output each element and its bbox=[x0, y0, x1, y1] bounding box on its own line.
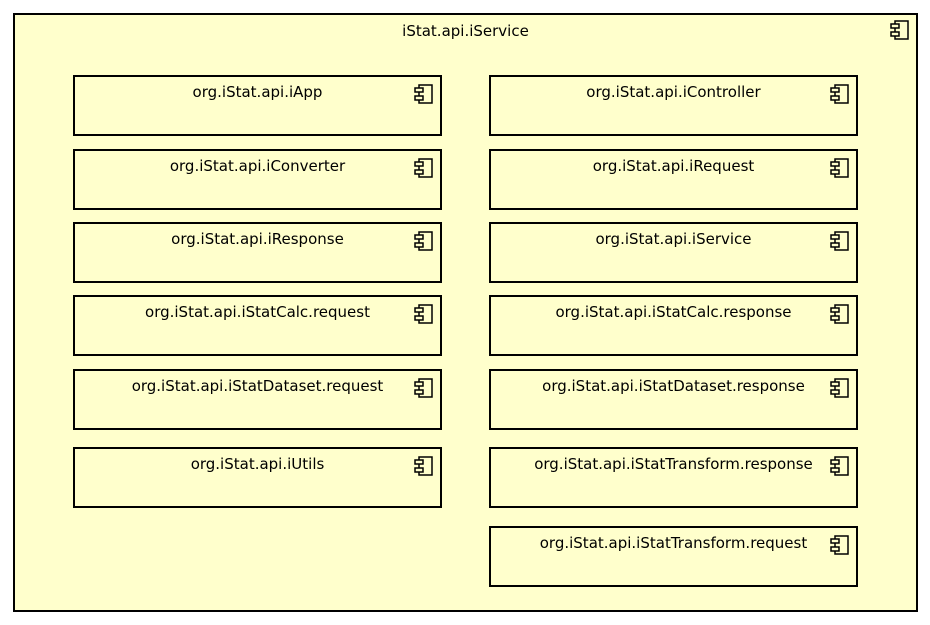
component-irequest[interactable]: org.iStat.api.iRequest bbox=[489, 149, 858, 210]
component-label: org.iStat.api.iStatCalc.request bbox=[145, 303, 370, 321]
component-label: org.iStat.api.iUtils bbox=[190, 455, 325, 473]
component-icontroller[interactable]: org.iStat.api.iController bbox=[489, 75, 858, 136]
component-icon bbox=[414, 378, 433, 398]
component-iconverter[interactable]: org.iStat.api.iConverter bbox=[73, 149, 442, 210]
component-istattransform-response[interactable]: org.iStat.api.iStatTransform.response bbox=[489, 447, 858, 508]
component-iutils[interactable]: org.iStat.api.iUtils bbox=[73, 447, 442, 508]
component-iservice[interactable]: org.iStat.api.iService bbox=[489, 222, 858, 283]
component-icon bbox=[414, 456, 433, 476]
component-label: org.iStat.api.iResponse bbox=[171, 230, 344, 248]
component-label: org.iStat.api.iStatTransform.response bbox=[534, 455, 813, 473]
component-icon bbox=[414, 231, 433, 251]
component-icon bbox=[830, 304, 849, 324]
component-label: org.iStat.api.iController bbox=[586, 83, 761, 101]
component-icon bbox=[830, 84, 849, 104]
component-iresponse[interactable]: org.iStat.api.iResponse bbox=[73, 222, 442, 283]
component-icon bbox=[414, 304, 433, 324]
component-label: org.iStat.api.iStatDataset.request bbox=[131, 377, 384, 395]
component-icon bbox=[414, 84, 433, 104]
component-label: org.iStat.api.iStatTransform.request bbox=[539, 534, 808, 552]
component-label: org.iStat.api.iStatDataset.response bbox=[542, 377, 805, 395]
component-istatdataset-request[interactable]: org.iStat.api.iStatDataset.request bbox=[73, 369, 442, 430]
component-icon bbox=[830, 231, 849, 251]
component-icon bbox=[830, 456, 849, 476]
component-label: org.iStat.api.iStatCalc.response bbox=[555, 303, 792, 321]
component-istatdataset-response[interactable]: org.iStat.api.iStatDataset.response bbox=[489, 369, 858, 430]
component-icon bbox=[830, 378, 849, 398]
component-icon bbox=[830, 158, 849, 178]
component-label: org.iStat.api.iService bbox=[595, 230, 752, 248]
component-icon bbox=[830, 535, 849, 555]
component-label: org.iStat.api.iConverter bbox=[169, 157, 346, 175]
component-iapp[interactable]: org.iStat.api.iApp bbox=[73, 75, 442, 136]
component-icon bbox=[414, 158, 433, 178]
component-istattransform-request[interactable]: org.iStat.api.iStatTransform.request bbox=[489, 526, 858, 587]
component-icon bbox=[890, 20, 909, 40]
component-label: org.iStat.api.iRequest bbox=[592, 157, 755, 175]
package-title: iStat.api.iService bbox=[402, 22, 529, 40]
component-istatcalc-response[interactable]: org.iStat.api.iStatCalc.response bbox=[489, 295, 858, 356]
component-istatcalc-request[interactable]: org.iStat.api.iStatCalc.request bbox=[73, 295, 442, 356]
component-label: org.iStat.api.iApp bbox=[192, 83, 323, 101]
